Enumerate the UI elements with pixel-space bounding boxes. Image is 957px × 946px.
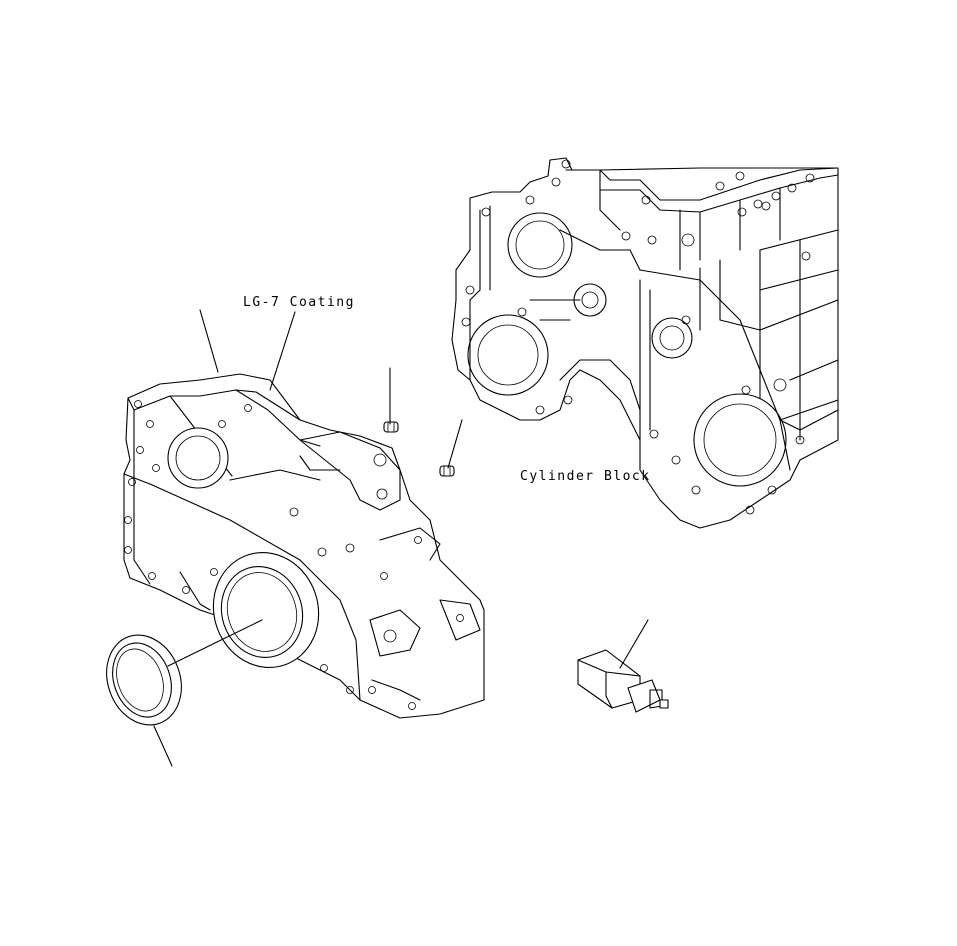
bolt xyxy=(383,421,399,433)
cylinder-block-label: Cylinder Block xyxy=(520,469,651,484)
oil-seal xyxy=(106,634,182,726)
bolt xyxy=(439,465,455,477)
cylinder-block xyxy=(451,157,839,529)
front-cover xyxy=(123,373,485,719)
leader-lines xyxy=(153,309,649,767)
coating-label: LG-7 Coating xyxy=(243,295,355,310)
sensor xyxy=(577,649,669,713)
